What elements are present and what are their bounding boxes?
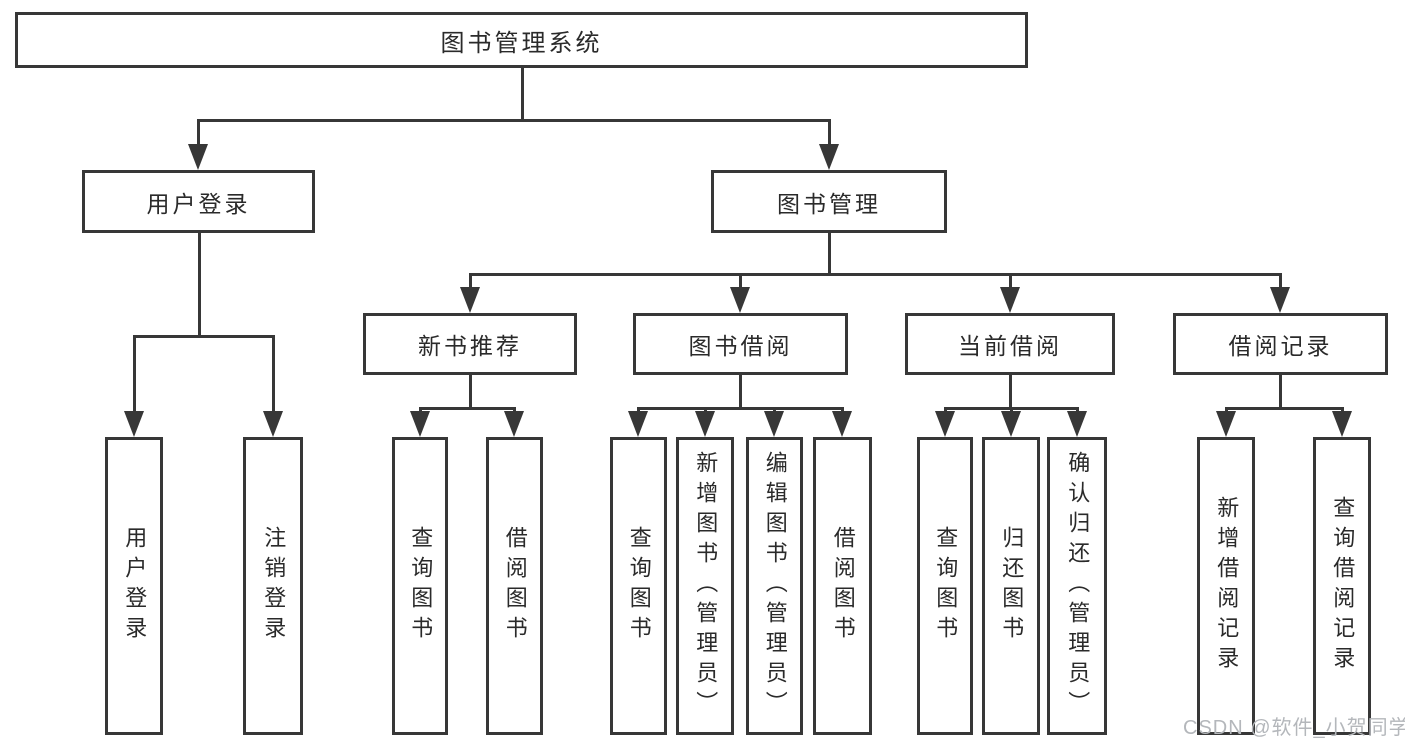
leaf-node-user-login: 用户登录: [105, 437, 163, 735]
leaf-node-logout: 注销登录: [243, 437, 303, 735]
connector-line: [739, 273, 742, 289]
connector-line: [1279, 273, 1282, 289]
arrowhead-icon: [410, 411, 430, 437]
arrowhead-icon: [188, 144, 208, 170]
leaf-node-add-books-admin: 新增图书（管理员）: [676, 437, 734, 735]
arrowhead-icon: [263, 411, 283, 437]
connector-line: [637, 407, 640, 413]
connector-line: [513, 407, 516, 413]
arrowhead-icon: [1332, 411, 1352, 437]
leaf-node-borrow-books: 借阅图书: [486, 437, 543, 735]
connector-line: [1009, 273, 1012, 289]
leaf-node-return-books: 归还图书: [982, 437, 1040, 735]
leaf-label: 编辑图书（管理员）: [762, 451, 788, 721]
arrowhead-icon: [832, 411, 852, 437]
leaf-label: 注销登录: [261, 526, 287, 646]
arrowhead-icon: [1001, 411, 1021, 437]
arrowhead-icon: [935, 411, 955, 437]
leaf-label: 新增借阅记录: [1214, 496, 1240, 676]
node-book-borrow: 图书借阅: [633, 313, 848, 375]
node-user-login: 用户登录: [82, 170, 315, 233]
connector-line: [469, 375, 472, 407]
connector-line: [521, 68, 524, 119]
leaf-node-confirm-return-admin: 确认归还（管理员）: [1047, 437, 1107, 735]
leaf-node-add-borrow-record: 新增借阅记录: [1197, 437, 1255, 735]
node-borrow-records: 借阅记录: [1173, 313, 1388, 375]
connector-line: [198, 233, 201, 335]
leaf-label: 查询图书: [933, 526, 959, 646]
connector-line: [1225, 407, 1228, 413]
leaf-node-query-books: 查询图书: [392, 437, 448, 735]
connector-line: [133, 335, 274, 338]
node-book-management: 图书管理: [711, 170, 947, 233]
leaf-label: 借阅图书: [830, 526, 856, 646]
connector-line: [1226, 407, 1342, 410]
leaf-label: 查询图书: [626, 526, 652, 646]
arrowhead-icon: [1000, 287, 1020, 313]
connector-line: [944, 407, 947, 413]
arrowhead-icon: [730, 287, 750, 313]
leaf-node-query-books: 查询图书: [917, 437, 973, 735]
connector-line: [841, 407, 844, 413]
connector-line: [828, 119, 831, 146]
arrowhead-icon: [460, 287, 480, 313]
arrowhead-icon: [504, 411, 524, 437]
connector-line: [1076, 407, 1079, 413]
connector-line: [638, 407, 843, 410]
connector-line: [197, 119, 200, 146]
leaf-node-borrow-books: 借阅图书: [813, 437, 872, 735]
arrowhead-icon: [124, 411, 144, 437]
leaf-label: 借阅图书: [502, 526, 528, 646]
leaf-label: 新增图书（管理员）: [693, 451, 719, 721]
leaf-node-query-borrow-record: 查询借阅记录: [1313, 437, 1371, 735]
connector-line: [133, 335, 136, 413]
leaf-label: 归还图书: [999, 526, 1025, 646]
leaf-label: 用户登录: [122, 526, 148, 646]
arrowhead-icon: [764, 411, 784, 437]
leaf-label: 确认归还（管理员）: [1065, 451, 1091, 721]
leaf-node-query-books: 查询图书: [610, 437, 667, 735]
leaf-label: 查询借阅记录: [1330, 496, 1356, 676]
arrowhead-icon: [1270, 287, 1290, 313]
connector-line: [272, 335, 275, 413]
connector-line: [419, 407, 422, 413]
connector-line: [469, 273, 472, 289]
connector-line: [704, 407, 707, 413]
connector-line: [198, 119, 830, 122]
connector-line: [1010, 407, 1013, 413]
node-current-borrow: 当前借阅: [905, 313, 1115, 375]
arrowhead-icon: [628, 411, 648, 437]
connector-line: [1279, 375, 1282, 407]
connector-line: [739, 375, 742, 407]
leaf-node-edit-books-admin: 编辑图书（管理员）: [746, 437, 803, 735]
connector-line: [828, 233, 831, 273]
connector-line: [1341, 407, 1344, 413]
leaf-label: 查询图书: [408, 526, 434, 646]
arrowhead-icon: [1216, 411, 1236, 437]
watermark: CSDN @软件_小贺同学: [1183, 717, 1405, 739]
connector-line: [1009, 375, 1012, 407]
arrowhead-icon: [819, 144, 839, 170]
node-library-management-system: 图书管理系统: [15, 12, 1028, 68]
connector-line: [773, 407, 776, 413]
node-new-book-recommend: 新书推荐: [363, 313, 577, 375]
arrowhead-icon: [1067, 411, 1087, 437]
connector-line: [470, 273, 1281, 276]
arrowhead-icon: [695, 411, 715, 437]
connector-line: [420, 407, 515, 410]
